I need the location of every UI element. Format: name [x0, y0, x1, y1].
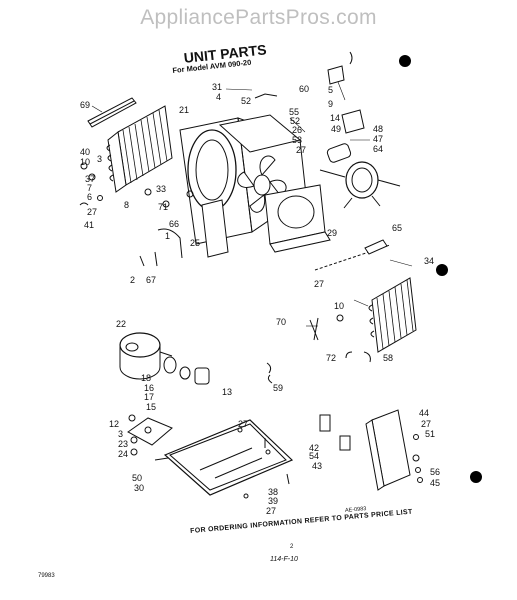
callout-59: 59 — [273, 383, 284, 393]
compressor-mount-part — [127, 414, 173, 456]
callout-27e: 27 — [421, 419, 432, 429]
bottom-fasteners — [243, 438, 290, 499]
blower-housing-part — [179, 114, 307, 245]
callout-43: 43 — [312, 461, 323, 471]
callout-42: 42 — [309, 443, 320, 453]
callout-27f: 27 — [266, 506, 277, 516]
callout-5: 5 — [328, 85, 334, 95]
compressor-part — [119, 332, 173, 380]
callout-34: 34 — [424, 256, 435, 266]
callout-53: 53 — [292, 135, 303, 145]
callout-52a: 52 — [241, 96, 252, 106]
callout-72: 72 — [326, 353, 337, 363]
callout-21: 21 — [179, 105, 190, 115]
binder-hole-bottom — [470, 471, 482, 483]
callout-27c: 27 — [314, 279, 325, 289]
callout-23: 23 — [118, 439, 129, 449]
callout-65: 65 — [392, 223, 403, 233]
callout-67: 67 — [146, 275, 157, 285]
callout-27b: 27 — [296, 145, 307, 155]
rod-part — [154, 457, 169, 461]
fan-blade-part — [237, 155, 287, 213]
callout-40: 40 — [80, 147, 91, 157]
fan-shroud-part — [264, 184, 331, 253]
callout-12: 12 — [109, 419, 120, 429]
right-misc-parts — [309, 314, 371, 363]
callout-1: 1 — [165, 231, 171, 241]
base-pan-part — [163, 419, 294, 496]
callout-69: 69 — [80, 100, 91, 110]
callout-8: 8 — [124, 200, 130, 210]
evaporator-coil-part — [106, 105, 173, 193]
page-number: 2 — [290, 544, 294, 550]
control-box-part — [201, 199, 229, 258]
callout-3a: 3 — [97, 154, 103, 164]
callout-26: 26 — [292, 125, 303, 135]
callout-3b: 3 — [118, 429, 124, 439]
callout-33: 33 — [156, 184, 167, 194]
terminal-cover-parts — [163, 356, 210, 385]
watermark-text: AppliancePartsPros.com — [140, 6, 377, 29]
callout-44: 44 — [419, 408, 430, 418]
callout-71: 71 — [158, 202, 169, 212]
left-fasteners — [79, 93, 278, 267]
callout-17: 17 — [144, 392, 155, 402]
callout-29: 29 — [327, 228, 338, 238]
binder-hole-middle — [436, 264, 448, 276]
callout-66: 66 — [169, 219, 180, 229]
strap-clip — [364, 239, 388, 255]
callout-37: 37 — [85, 174, 96, 184]
callout-27a: 27 — [87, 207, 98, 217]
callout-51: 51 — [425, 429, 436, 439]
callout-18: 18 — [141, 373, 152, 383]
callout-25: 25 — [190, 238, 201, 248]
callout-58: 58 — [383, 353, 394, 363]
callout-45: 45 — [430, 478, 441, 488]
control-panel-part — [365, 409, 411, 491]
callout-2: 2 — [130, 275, 136, 285]
callout-64: 64 — [373, 144, 384, 154]
leader-lines — [91, 81, 413, 327]
binder-hole-top — [399, 55, 411, 67]
callout-15: 15 — [146, 402, 157, 412]
callout-55: 55 — [289, 107, 300, 117]
control-knobs-parts — [319, 414, 423, 483]
callout-47: 47 — [373, 134, 384, 144]
callout-30: 30 — [134, 483, 145, 493]
callout-4: 4 — [216, 92, 222, 102]
callout-70: 70 — [276, 317, 287, 327]
callout-56: 56 — [430, 467, 441, 477]
capacitor-part — [326, 51, 365, 163]
callout-48: 48 — [373, 124, 384, 134]
callout-41: 41 — [84, 220, 95, 230]
callout-52b: 52 — [290, 116, 301, 126]
fan-motor-part — [319, 161, 401, 209]
callout-39: 39 — [268, 496, 279, 506]
callout-50: 50 — [132, 473, 143, 483]
callout-54: 54 — [309, 451, 320, 461]
callout-16: 16 — [144, 383, 155, 393]
callout-6: 6 — [87, 192, 93, 202]
callout-31: 31 — [212, 82, 223, 92]
clip-part — [266, 362, 273, 384]
callout-38: 38 — [268, 487, 279, 497]
callout-22: 22 — [116, 319, 127, 329]
callout-49: 49 — [331, 124, 342, 134]
document-code: 114-F-10 — [270, 556, 298, 563]
corner-code: 79983 — [38, 573, 55, 579]
callout-60: 60 — [299, 84, 310, 94]
callout-24: 24 — [118, 449, 129, 459]
callout-7: 7 — [87, 183, 93, 193]
callout-10a: 10 — [80, 157, 91, 167]
filter-strip-part — [87, 97, 137, 128]
callout-9: 9 — [328, 99, 334, 109]
callout-27d: 27 — [238, 419, 249, 429]
condenser-coil-part — [368, 277, 417, 353]
callout-10b: 10 — [334, 301, 345, 311]
callout-13: 13 — [222, 387, 233, 397]
callout-14: 14 — [330, 113, 341, 123]
